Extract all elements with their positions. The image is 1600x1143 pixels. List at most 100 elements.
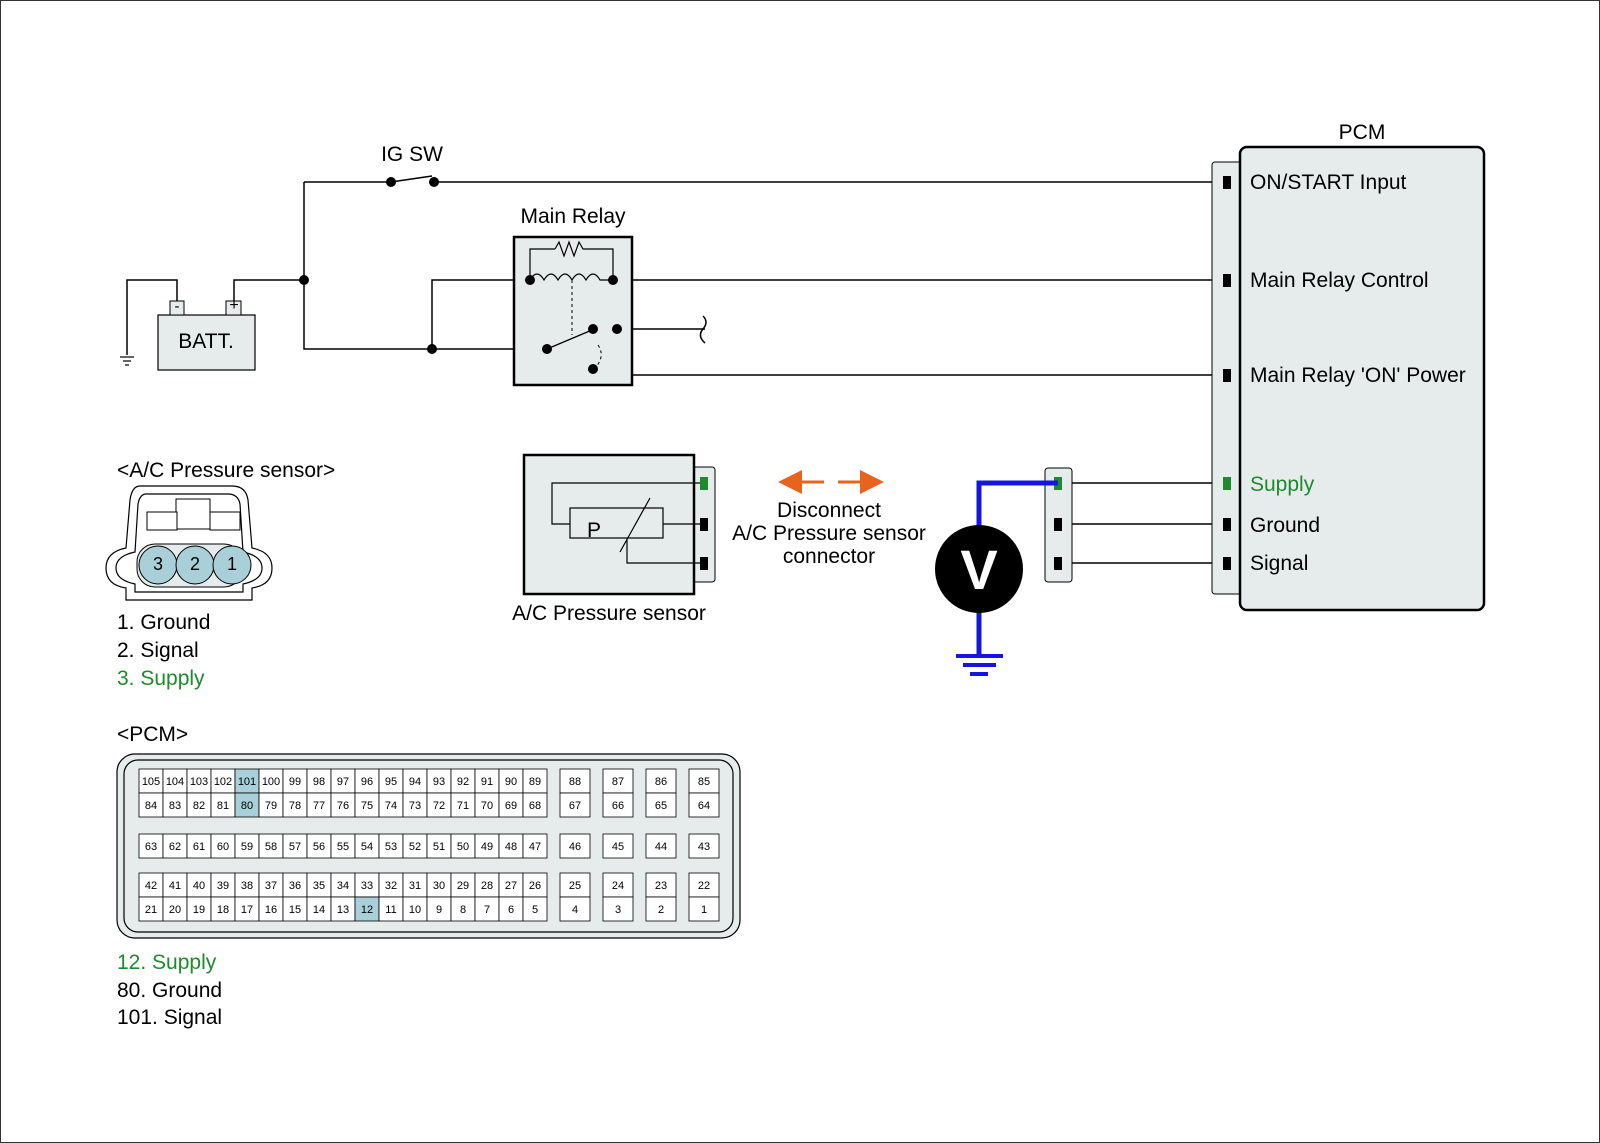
pcm-pin-number: 53: [385, 841, 397, 853]
junction-dots: [299, 275, 437, 354]
pcm-pin-number: 32: [385, 880, 397, 892]
pcm-pin-cell: [402, 896, 428, 922]
pcm-pin-number: 67: [569, 800, 581, 812]
pcm-pin-cell: [645, 872, 677, 898]
sensor-label: A/C Pressure sensor: [512, 602, 706, 625]
pcm-pin-number: 22: [698, 880, 710, 892]
pcm-input-main-relay-control: Main Relay Control: [1250, 269, 1429, 292]
pcm-pin-cell: [559, 896, 591, 922]
main-relay: [512, 235, 634, 387]
pcm-pin-number: 7: [484, 904, 490, 916]
pcm-legend-ground: 80. Ground: [117, 979, 223, 1002]
pcm-pin-number: 89: [529, 776, 541, 788]
pcm-pin-cell: [426, 768, 452, 794]
pcm-pin-number: 35: [313, 880, 325, 892]
pcm-pin-number: 85: [698, 776, 710, 788]
pcm-pin-cell: [645, 833, 677, 859]
pcm-pin-cell: [498, 872, 524, 898]
pcm-pin-number: 48: [505, 841, 517, 853]
pcm-pin-number: 4: [572, 904, 578, 916]
pcm-pin-cell: [688, 768, 720, 794]
battery-minus-label: -: [174, 298, 180, 315]
pcm-module: [1211, 145, 1486, 612]
pcm-pin-number: 65: [655, 800, 667, 812]
pcm-pin-number: 104: [166, 776, 184, 788]
pcm-pin-number: 75: [361, 800, 373, 812]
sensor-legend-supply: 3. Supply: [117, 667, 205, 690]
pcm-pin-number: 98: [313, 776, 325, 788]
pcm-pin-cell: [450, 872, 476, 898]
pcm-pin-cell: [186, 792, 212, 818]
battery: [157, 300, 256, 371]
pcm-pin-cell: [522, 896, 548, 922]
pcm-pin-number: 76: [337, 800, 349, 812]
pcm-pin-number: 46: [569, 841, 581, 853]
pcm-pin-number: 99: [289, 776, 301, 788]
pcm-pin-number: 100: [262, 776, 280, 788]
disconnect-line-3: connector: [782, 545, 876, 568]
pcm-pin-number: 101: [238, 776, 256, 788]
pcm-pin-number: 64: [698, 800, 710, 812]
pcm-pin-number: 79: [265, 800, 277, 812]
pcm-pin-number: 62: [169, 841, 181, 853]
pcm-pin-number: 60: [217, 841, 229, 853]
pcm-pin-number: 42: [145, 880, 157, 892]
pcm-pin-number: 28: [481, 880, 493, 892]
pcm-pin-number: 52: [409, 841, 421, 853]
pcm-pin-number: 95: [385, 776, 397, 788]
pcm-pin-cell: [306, 833, 332, 859]
pcm-pin-number: 27: [505, 880, 517, 892]
pcm-pin-cell: [354, 833, 380, 859]
pcm-pin-number: 20: [169, 904, 181, 916]
pcm-legend-supply: 12. Supply: [117, 951, 217, 974]
main-relay-label: Main Relay: [520, 205, 626, 228]
pcm-pin-cell: [378, 872, 404, 898]
pcm-pin-cell: [306, 896, 332, 922]
pcm-pin-number: 74: [385, 800, 397, 812]
pcm-pin-cell: [186, 896, 212, 922]
pcm-pin-number: 81: [217, 800, 229, 812]
pcm-pin-cell: [210, 896, 236, 922]
pcm-input-ground: Ground: [1250, 514, 1321, 537]
pcm-pin-cell: [282, 896, 308, 922]
pcm-pin-cell: [330, 792, 356, 818]
pcm-pin-number: 77: [313, 800, 325, 812]
disconnect-line-2: A/C Pressure sensor: [732, 522, 926, 545]
pcm-pin-number: 19: [193, 904, 205, 916]
pcm-pin-cell: [354, 768, 380, 794]
pcm-pin-cell: [258, 872, 284, 898]
sensor-connector-face: [105, 485, 273, 601]
pcm-pin-number: 37: [265, 880, 277, 892]
sensor-pin-3: 3: [152, 554, 164, 574]
pcm-pin-cell: [186, 833, 212, 859]
pcm-pin-cell: [186, 872, 212, 898]
pcm-title: PCM: [1338, 121, 1386, 144]
pcm-pin-cell: [330, 768, 356, 794]
pcm-pin-number: 88: [569, 776, 581, 788]
pcm-pin-number: 57: [289, 841, 301, 853]
voltmeter: [935, 480, 1058, 676]
sensor-pin-2: 2: [189, 554, 201, 574]
pcm-pin-cell: [602, 833, 634, 859]
pcm-pin-number: 12: [361, 904, 373, 916]
pcm-input-supply: Supply: [1250, 473, 1315, 496]
pcm-pin-number: 5: [532, 904, 538, 916]
pcm-pin-cell: [474, 768, 500, 794]
pcm-pin-cell: [450, 833, 476, 859]
pcm-pin-cell: [498, 833, 524, 859]
pcm-pin-cell: [474, 792, 500, 818]
pcm-pin-cell: [258, 896, 284, 922]
pcm-pin-cell: [234, 896, 260, 922]
ground-symbol-icon: [120, 356, 134, 366]
pcm-pin-number: 68: [529, 800, 541, 812]
pcm-pin-cell: [138, 792, 164, 818]
disconnect-line-1: Disconnect: [777, 499, 881, 522]
pcm-pin-number: 47: [529, 841, 541, 853]
pcm-pin-number: 16: [265, 904, 277, 916]
pcm-pin-number: 92: [457, 776, 469, 788]
pcm-pin-number: 56: [313, 841, 325, 853]
pcm-pin-cell: [602, 768, 634, 794]
pcm-pin-number: 30: [433, 880, 445, 892]
